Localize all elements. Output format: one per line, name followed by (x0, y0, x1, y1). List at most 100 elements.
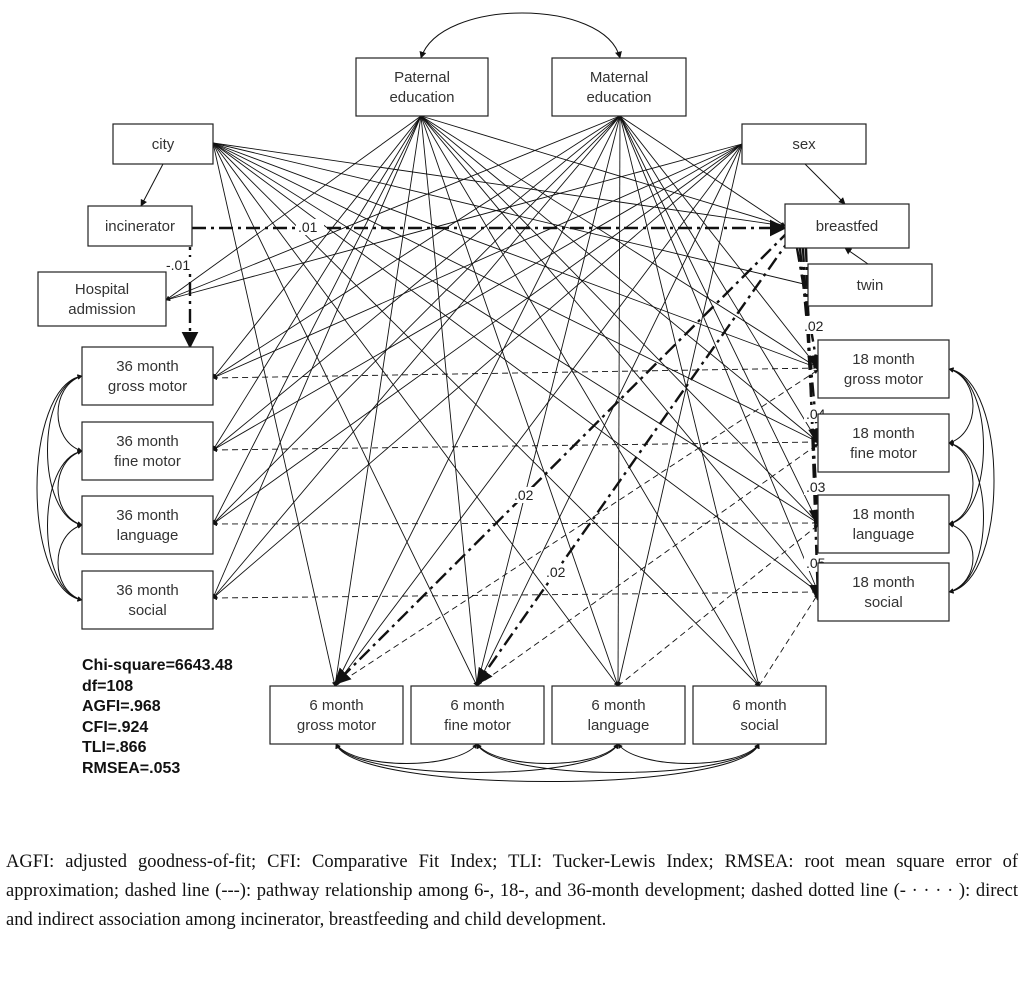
node-label: Maternal (590, 69, 648, 86)
developmental-paths (212, 367, 819, 687)
path-18social-36social (212, 591, 819, 601)
node-box (269, 685, 404, 745)
node-box (410, 685, 545, 745)
fit-statistics: Chi-square=6643.48 df=108 AGFI=.968 CFI=… (82, 656, 233, 779)
node-twin: twin (807, 263, 933, 307)
covariance-6-month (335, 743, 478, 764)
covariance-36-month (57, 523, 83, 602)
direct-path (212, 142, 819, 369)
direct-path (212, 142, 809, 287)
node-label: 18 month (852, 506, 915, 523)
path-diagram: .01-.01.02.04.03.05.02.02 Paternaleducat… (36, 12, 995, 782)
coefficient-bf_18gross: .02 (804, 318, 824, 334)
direct-path (212, 142, 619, 687)
node-label: social (128, 602, 166, 619)
path-18lang-36lang (212, 521, 819, 527)
node-box (112, 123, 214, 165)
fit-chi-square: Chi-square=6643.48 (82, 657, 233, 674)
node-label: incinerator (105, 218, 175, 235)
path-18fine-36fine (212, 441, 819, 453)
node-label: Hospital (75, 281, 129, 298)
direct-path (420, 115, 760, 687)
node-box (81, 346, 214, 406)
covariance-18-month (948, 367, 995, 594)
coefficient-background (164, 257, 192, 273)
node-box (355, 57, 489, 117)
direct-path (334, 143, 743, 687)
direct-path (212, 115, 621, 525)
node-label: 6 month (309, 697, 363, 714)
covariance-36-month (57, 374, 83, 453)
node-m36_lang: 36 month language (81, 495, 214, 555)
direct-path (165, 143, 743, 302)
node-label: social (740, 717, 778, 734)
direct-path (616, 143, 743, 687)
node-m6_gross: 6 month gross motor (269, 685, 404, 745)
node-label: language (588, 717, 650, 734)
node-box (817, 494, 950, 554)
node-label: 36 month (116, 433, 179, 450)
node-label: twin (857, 277, 884, 294)
node-label: 18 month (852, 425, 915, 442)
node-box (81, 421, 214, 481)
direct-path (212, 143, 743, 599)
coefficient-background (802, 318, 830, 334)
node-label: gross motor (297, 717, 376, 734)
fit-df: df=108 (82, 677, 134, 695)
node-label: language (117, 527, 179, 544)
path-breastfed-6fine (476, 235, 793, 686)
figure-caption: AGFI: adjusted goodness-of-fit; CFI: Com… (6, 852, 1018, 930)
node-label: gross motor (108, 378, 187, 395)
node-m6_social: 6 month social (692, 685, 827, 745)
node-box (807, 263, 933, 307)
node-label: 36 month (116, 507, 179, 524)
parental-education-covariance (419, 12, 622, 59)
direct-path (619, 115, 819, 369)
direct-path (212, 142, 760, 687)
path-sex-breastfed (804, 163, 846, 205)
direct-path (212, 142, 819, 593)
coefficient-bf_6fine: .02 (546, 564, 566, 580)
node-label: fine motor (444, 717, 511, 734)
direct-path (420, 115, 479, 687)
node-box (551, 685, 686, 745)
node-box (741, 123, 867, 165)
fit-rmsea: RMSEA=.053 (82, 759, 181, 777)
node-box (551, 57, 687, 117)
node-label: 6 month (732, 697, 786, 714)
path-6gross-18gross (334, 369, 819, 687)
direct-path (212, 115, 621, 599)
covariance-6-month (617, 743, 760, 764)
node-box (817, 413, 950, 473)
node-box (81, 495, 214, 555)
coefficient-inc_bf: .01 (298, 219, 318, 235)
covariance-18-month (948, 367, 984, 526)
direct-path (165, 115, 422, 301)
covariance-36-month (47, 449, 83, 602)
direct-path (212, 142, 819, 524)
coefficient-background (544, 564, 572, 580)
coefficient-background (804, 479, 832, 495)
direct-path (212, 143, 743, 525)
direct-path (619, 115, 786, 227)
node-box (87, 205, 193, 247)
fit-cfi: CFI=.924 (82, 718, 149, 736)
node-label: education (389, 89, 454, 106)
path-breastfed-18social (804, 247, 826, 602)
direct-path (212, 115, 621, 451)
node-label: 18 month (852, 351, 915, 368)
direct-path (212, 115, 621, 379)
direct-path (212, 142, 478, 687)
coefficient-inc_36: -.01 (166, 257, 190, 273)
path-coefficients: .01-.01.02.04.03.05.02.02 (164, 219, 832, 580)
path-city-incinerator (140, 163, 164, 207)
node-label: 6 month (450, 697, 504, 714)
